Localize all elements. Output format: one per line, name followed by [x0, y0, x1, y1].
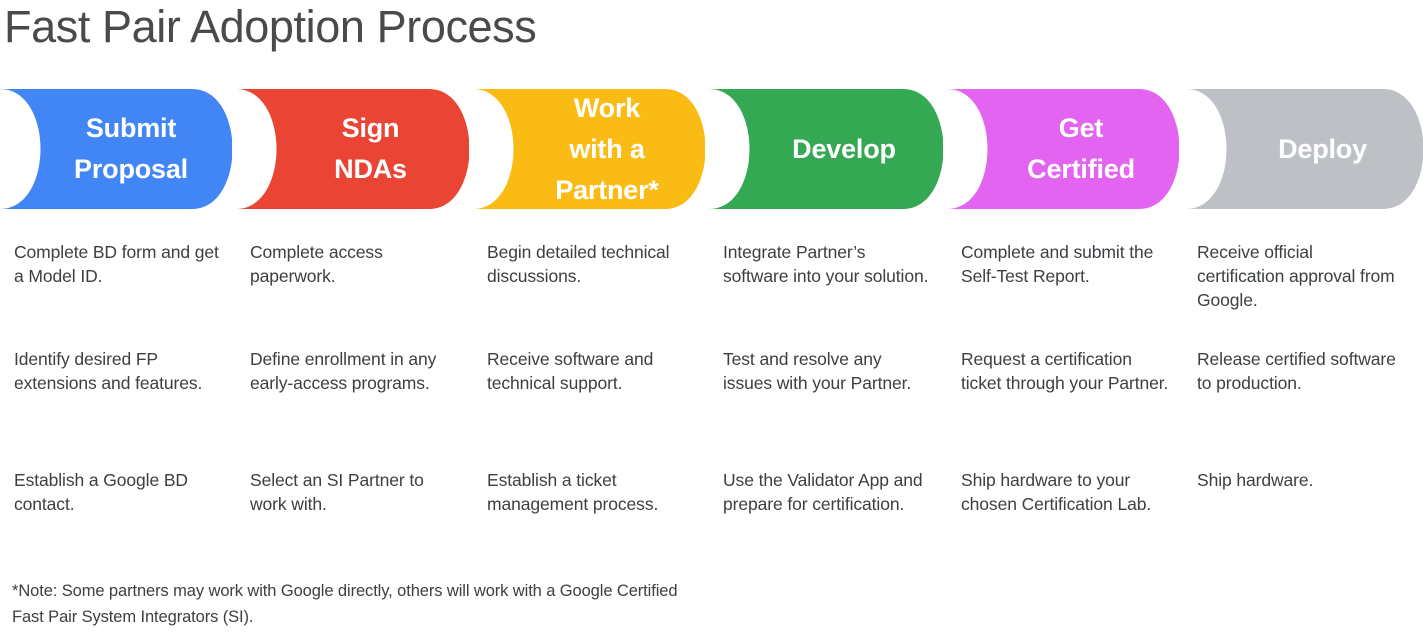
stage-item: Request a certification ticket through y… [961, 349, 1169, 393]
page-title: Fast Pair Adoption Process [4, 1, 537, 52]
stage-banner-label: Submit Proposal [74, 113, 188, 184]
stage-banner-develop[interactable]: Develop [709, 89, 943, 209]
stage-banner-label: Deploy [1278, 133, 1367, 164]
stage-banner-deploy[interactable]: Deploy [1186, 89, 1423, 209]
stage-item: Select an SI Partner to work with. [250, 470, 424, 514]
stage-banner-work-with-a-partner[interactable]: Work with a Partner* [473, 89, 705, 209]
footnote: *Note: Some partners may work with Googl… [12, 582, 678, 626]
stage-banner-label: Develop [792, 133, 896, 164]
stage-banner-sign-ndas[interactable]: Sign NDAs [236, 89, 469, 209]
stage-banner-label: Get Certified [1027, 113, 1135, 184]
stage-item: Receive official certification approval … [1197, 242, 1395, 310]
stage-item: Complete BD form and get a Model ID. [14, 242, 219, 286]
stage-item: Begin detailed technical discussions. [487, 242, 670, 286]
stage-banner-strip: Submit Proposal Sign NDAs Work with a Part… [0, 89, 1423, 209]
stage-item: Complete access paperwork. [250, 242, 383, 286]
stage-banner-shape [0, 89, 232, 209]
stage-banner-shape [709, 89, 943, 209]
stage-item: Ship hardware to your chosen Certificati… [961, 470, 1152, 514]
stage-item: Identify desired FP extensions and featu… [14, 349, 203, 393]
stage-item: Integrate Partner’s software into your s… [723, 242, 929, 286]
stage-item: Complete and submit the Self-Test Report… [961, 242, 1154, 286]
stage-banner-shape [473, 89, 705, 209]
stage-item: Test and resolve any issues with your Pa… [723, 349, 912, 393]
stage-banner-label: Work with a Partner* [555, 92, 659, 205]
stage-item: Release certified software to production… [1197, 349, 1396, 393]
stage-banner-shape [1186, 89, 1423, 209]
stage-banner-submit-proposal[interactable]: Submit Proposal [0, 89, 232, 209]
stage-banner-shape [947, 89, 1179, 209]
stage-item: Define enrollment in any early-access pr… [250, 349, 437, 393]
stage-item: Establish a ticket management process. [487, 470, 659, 514]
stage-item: Establish a Google BD contact. [14, 470, 188, 514]
stage-banner-shape [236, 89, 469, 209]
stage-item: Ship hardware. [1197, 470, 1314, 490]
stage-banner-label: Sign NDAs [334, 113, 407, 184]
stage-item: Use the Validator App and prepare for ce… [723, 470, 923, 514]
stage-item: Receive software and technical support. [487, 349, 654, 393]
stage-banner-get-certified[interactable]: Get Certified [947, 89, 1179, 209]
stage-detail-columns: Complete BD form and get a Model ID. Iden… [0, 240, 1423, 540]
